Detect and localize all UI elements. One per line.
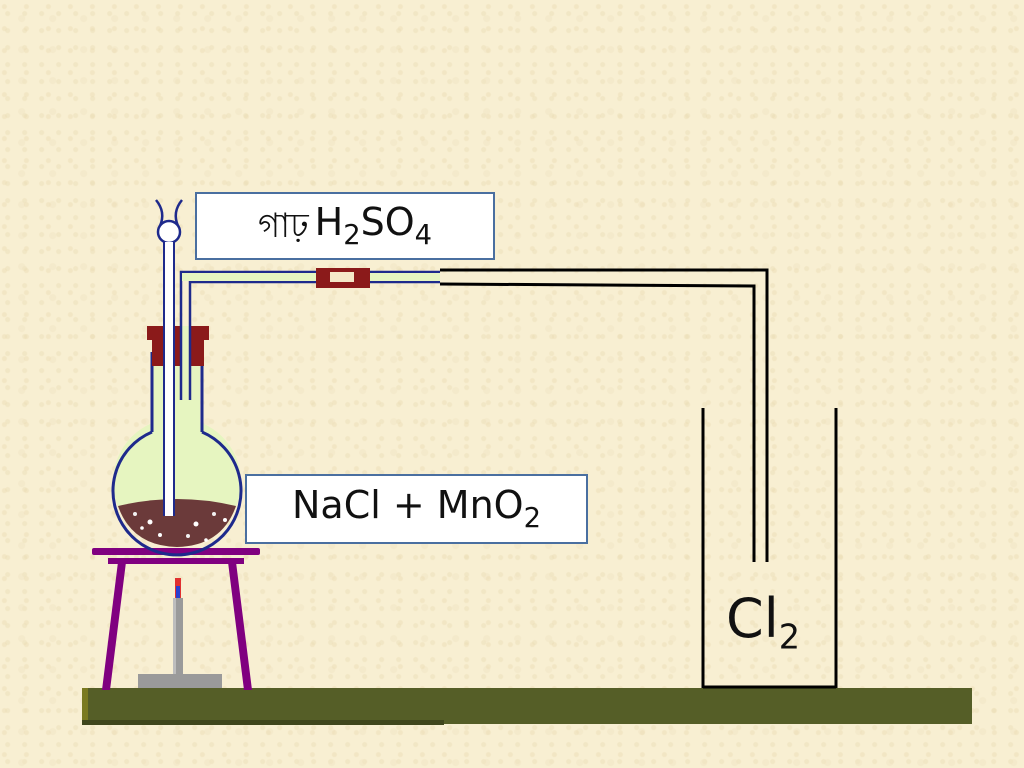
table [82, 688, 972, 725]
acid-qualifier: গাঢ় [257, 206, 309, 246]
reagent-label: NaCl + MnO2 [245, 474, 588, 544]
tripod-stand [92, 548, 260, 690]
acid-label: গাঢ় H2SO4 [195, 192, 495, 260]
reagent-formula: NaCl + MnO2 [291, 482, 541, 534]
delivery-tube [179, 268, 769, 562]
acid-formula: H2SO4 [314, 199, 433, 251]
gas-jar [701, 408, 838, 689]
gas-label: Cl2 [726, 587, 801, 657]
reagent-solid [118, 499, 236, 547]
round-bottom-flask [111, 352, 243, 557]
bunsen-burner [138, 578, 222, 688]
thistle-funnel [155, 199, 183, 516]
flame-icon [175, 578, 181, 598]
stopper [147, 326, 209, 366]
